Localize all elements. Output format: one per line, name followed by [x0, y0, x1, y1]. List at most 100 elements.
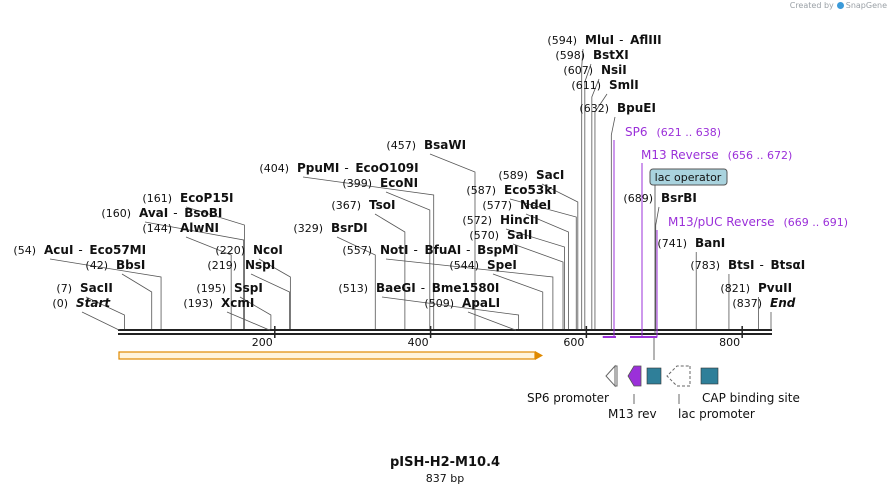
- site-leader-mlui: [581, 48, 584, 329]
- site-eco53ki[interactable]: (587)Eco53kI: [466, 183, 577, 329]
- site-saci[interactable]: (589)SacI: [498, 168, 579, 329]
- site-position-sspi: (195): [196, 282, 226, 295]
- site-bstxi[interactable]: (598) BstXI: [555, 48, 629, 329]
- site-nspi[interactable]: (219) NspI: [207, 258, 290, 329]
- site-position-nspi: (219): [207, 259, 237, 272]
- enzyme-label-hincii: HincII: [500, 213, 539, 227]
- enzyme-label-noti: NotI: [380, 243, 409, 257]
- site-bpuei[interactable]: (632)BpuEI: [579, 101, 656, 329]
- site-hincii[interactable]: (572) HincII: [462, 213, 565, 329]
- site-position-bsrbi: (689): [623, 192, 653, 205]
- site-position-mlui: (594): [547, 34, 577, 47]
- site-bsrdi[interactable]: (329) BsrDI: [293, 221, 376, 329]
- site-position-econi: (399): [342, 177, 372, 190]
- site-position-bstxi: (598): [555, 49, 585, 62]
- enzyme-label-start: Start: [76, 296, 111, 310]
- primer-sp6[interactable]: SP6(621 .. 638): [602, 125, 722, 338]
- site-mlui-afliii[interactable]: (594)MluI-AflIII: [547, 33, 662, 329]
- enzyme-label-saci: SacI: [536, 168, 564, 182]
- enzyme-label-bbsi: BbsI: [116, 258, 145, 272]
- site-ncoi[interactable]: (220)NcoI: [215, 243, 291, 329]
- ruler-label-600: 600: [563, 336, 584, 349]
- site-leader-nspi: [250, 273, 290, 329]
- primer-m13-puc-reverse[interactable]: M13/pUC Reverse(669 .. 691): [640, 215, 848, 338]
- enzyme-label-eco53ki: Eco53kI: [504, 183, 557, 197]
- enzyme-separator: -: [344, 161, 348, 175]
- site-ndei[interactable]: (577) NdeI: [482, 198, 569, 329]
- site-position-hincii: (572): [462, 214, 492, 227]
- site-tsoi[interactable]: (367)TsoI: [331, 198, 406, 329]
- site-leader-baegi: [381, 296, 520, 329]
- site-nsii[interactable]: (607)NsiI: [563, 63, 627, 329]
- enzyme-label-bsobi: BsoBI: [184, 206, 222, 220]
- site-avai-bsobi[interactable]: (160)AvaI-BsoBI: [101, 206, 245, 329]
- lac-promoter-icon: [666, 365, 691, 387]
- site-bani[interactable]: (741)BanI: [657, 236, 725, 329]
- site-position-ndei: (577): [482, 199, 512, 212]
- legend-sp6-promoter: SP6 promoter: [527, 391, 609, 405]
- sp6-promoter-icon-tail: [614, 365, 618, 387]
- enzyme-label-econi: EcoNI: [380, 176, 418, 190]
- site-btsi-bts-i[interactable]: (783)BtsI-BtsαI: [690, 258, 805, 329]
- legend-lac-promoter: lac promoter: [678, 407, 755, 421]
- site-xcmi[interactable]: (193) XcmI: [183, 296, 270, 331]
- site-position-bsrdi: (329): [293, 222, 323, 235]
- enzyme-label-bsrbi: BsrBI: [661, 191, 697, 205]
- site-end[interactable]: (837)End: [732, 296, 796, 330]
- site-leader-spei: [492, 273, 544, 329]
- cap-binding-site-icon: [700, 367, 719, 385]
- enzyme-label-pvuii: PvuII: [758, 281, 792, 295]
- enzyme-label-bstxi: BstXI: [593, 48, 629, 62]
- primer-annotations: SP6(621 .. 638)M13 Reverse(656 .. 672)M1…: [602, 125, 848, 338]
- site-spei[interactable]: (544)SpeI: [449, 258, 544, 329]
- site-acui-eco57mi[interactable]: (54)AcuI-Eco57MI: [13, 243, 162, 329]
- enzyme-label-nspi: NspI: [245, 258, 275, 272]
- enzyme-label-btsi: BtsI: [728, 258, 755, 272]
- site-sspi[interactable]: (195)SspI: [196, 281, 272, 329]
- site-ecop15i[interactable]: (161)EcoP15I: [142, 191, 245, 329]
- orf-bar[interactable]: [118, 351, 536, 360]
- site-leader-econi: [385, 191, 431, 329]
- site-pvuii[interactable]: (821)PvuII: [720, 281, 792, 329]
- orf-arrowhead-icon: [535, 351, 543, 360]
- site-position-ecop15i: (161): [142, 192, 172, 205]
- site-leader-ncoi: [258, 258, 291, 329]
- site-leader-bstxi: [584, 63, 592, 329]
- site-leader-ecop15i: [185, 206, 245, 329]
- primer-name-m13-reverse: M13 Reverse: [641, 148, 719, 162]
- site-smli[interactable]: (611)SmlI: [571, 78, 639, 329]
- site-sacii[interactable]: (7)SacII: [56, 281, 125, 329]
- primer-m13-reverse[interactable]: M13 Reverse (656 .. 672): [630, 148, 793, 338]
- lac-operator-box[interactable]: [649, 168, 728, 186]
- site-noti-bfuai-bspmi[interactable]: (557)NotI-BfuAI-BspMI: [342, 243, 554, 329]
- primer-range-sp6: (621 .. 638): [657, 126, 722, 139]
- enzyme-label-sali: SalI: [507, 228, 532, 242]
- site-position-xcmi: (193): [183, 297, 213, 310]
- site-leader-bbsi: [121, 273, 153, 329]
- lac-operator-label: lac operator: [655, 171, 722, 184]
- site-bsawi[interactable]: (457)BsaWI: [386, 138, 476, 329]
- enzyme-label-spei: SpeI: [487, 258, 517, 272]
- enzyme-label-bsrdi: BsrDI: [331, 221, 368, 235]
- ruler-label-400: 400: [408, 336, 429, 349]
- enzyme-separator: -: [619, 33, 623, 47]
- enzyme-label-xcmi: XcmI: [221, 296, 254, 310]
- site-position-ppumi: (404): [259, 162, 289, 175]
- site-position-baegi: (513): [338, 282, 368, 295]
- site-apali[interactable]: (509)ApaLI: [424, 296, 516, 331]
- site-baegi-bme1580i[interactable]: (513)BaeGI-Bme1580I: [338, 281, 520, 329]
- site-bbsi[interactable]: (42)BbsI: [85, 258, 153, 329]
- enzyme-label-ppumi: PpuMI: [297, 161, 339, 175]
- site-ppumi-ecoo109i[interactable]: (404)PpuMI-EcoO109I: [259, 161, 435, 329]
- site-bsrbi[interactable]: (689) BsrBI: [623, 191, 697, 329]
- site-sali[interactable]: (570)SalI: [469, 228, 564, 329]
- primer-range-m13-reverse: (656 .. 672): [728, 149, 793, 162]
- site-econi[interactable]: (399) EcoNI: [342, 176, 431, 329]
- site-leader-sali: [512, 243, 564, 329]
- site-alwni[interactable]: (144)AlwNI: [142, 221, 232, 329]
- enzyme-label-ndei: NdeI: [520, 198, 551, 212]
- enzyme-label-bsawi: BsaWI: [424, 138, 466, 152]
- site-start[interactable]: (0)Start: [52, 296, 120, 331]
- enzyme-separator: -: [414, 243, 418, 257]
